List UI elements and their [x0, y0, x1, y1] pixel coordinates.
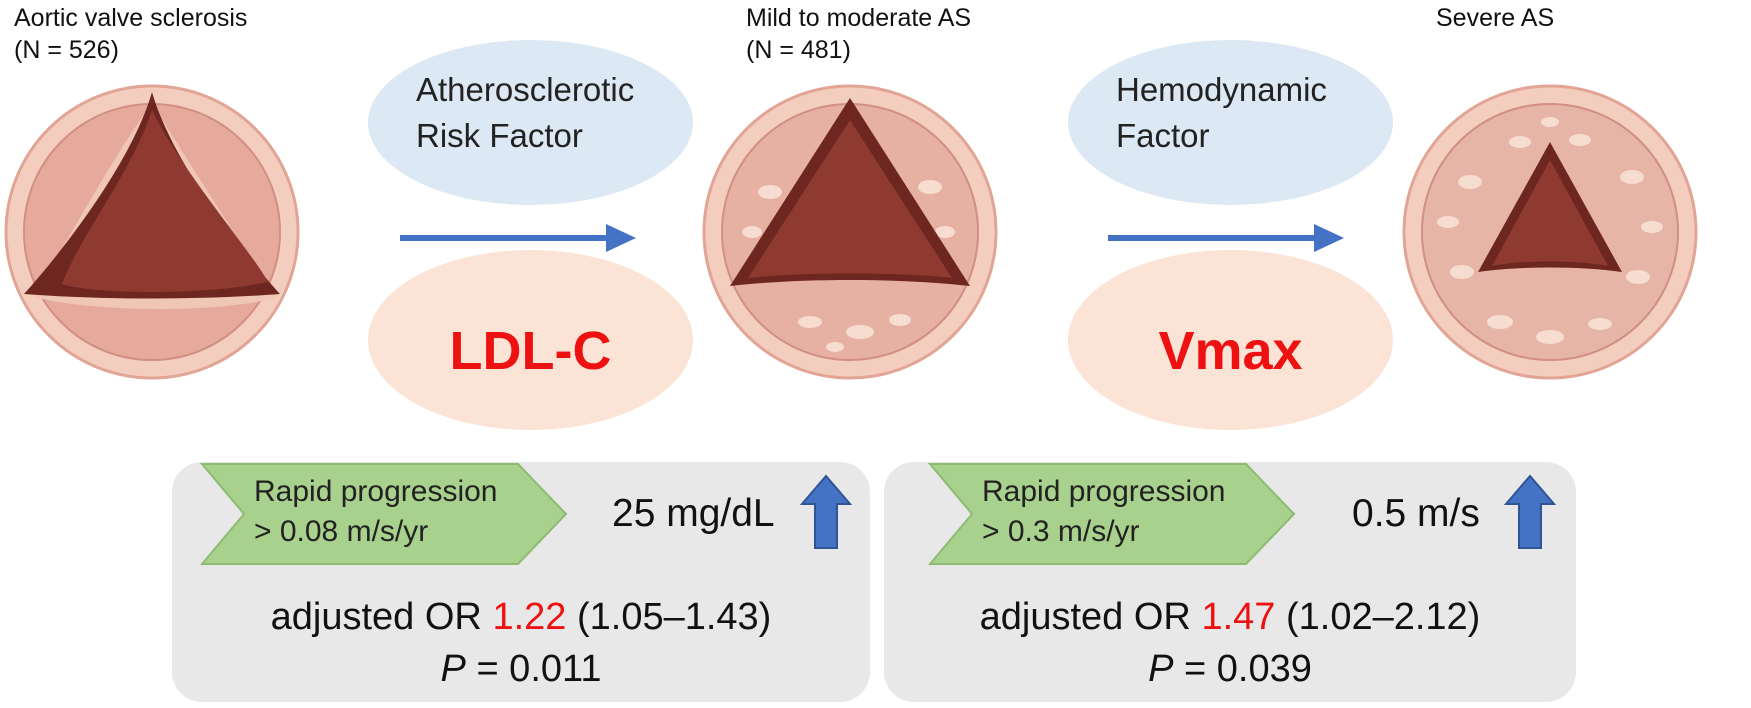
stage-label-mild-moderate: Mild to moderate AS (N = 481) — [746, 2, 971, 66]
criterion-line1: Rapid progression — [982, 475, 1226, 508]
stage-count: (N = 526) — [14, 36, 119, 64]
increase-arrow-icon — [1504, 474, 1556, 549]
risk-factor-line2: Factor — [1116, 117, 1210, 154]
stage-label-sclerosis: Aortic valve sclerosis (N = 526) — [14, 2, 247, 66]
criterion-chevron: Rapid progression > 0.3 m/s/yr — [928, 462, 1298, 566]
increase-arrow-icon — [800, 474, 852, 549]
variable-ellipse — [1068, 250, 1393, 430]
criterion-text: Rapid progression > 0.08 m/s/yr — [254, 472, 497, 552]
or-ci: (1.02–2.12) — [1285, 596, 1481, 638]
risk-factor-label: Hemodynamic Factor — [1116, 67, 1327, 159]
stage-label-severe: Severe AS — [1436, 2, 1554, 34]
increment-value: 25 mg/dL — [612, 492, 775, 535]
risk-factor-ellipse — [1068, 40, 1393, 205]
criterion-line2: > 0.3 m/s/yr — [982, 515, 1140, 548]
or-ci: (1.05–1.43) — [576, 596, 772, 638]
risk-factor-line1: Hemodynamic — [1116, 71, 1327, 108]
odds-ratio-line: adjusted OR 1.47 (1.02–2.12) — [884, 594, 1576, 640]
odds-ratio-line: adjusted OR 1.22 (1.05–1.43) — [172, 594, 870, 640]
criterion-line1: Rapid progression — [254, 475, 498, 508]
or-value: 1.22 — [492, 596, 567, 638]
criterion-text: Rapid progression > 0.3 m/s/yr — [982, 472, 1225, 552]
or-prefix: adjusted OR — [979, 596, 1191, 638]
variable-ldl-c: LDL-C — [449, 321, 612, 381]
criterion-line2: > 0.08 m/s/yr — [254, 515, 429, 548]
or-value: 1.47 — [1201, 596, 1276, 638]
progression-arrow-icon — [1108, 224, 1344, 252]
risk-factor-line1: Atherosclerotic — [416, 71, 635, 108]
progression-arrow-icon — [400, 224, 636, 252]
valve-sclerosis-illustration — [4, 84, 300, 380]
risk-factor-line2: Risk Factor — [416, 117, 583, 154]
risk-factor-label: Atherosclerotic Risk Factor — [416, 67, 634, 159]
stage-title: Severe AS — [1436, 4, 1555, 32]
p-value-line: P = 0.039 — [884, 646, 1576, 692]
p-symbol: P — [440, 648, 466, 690]
increment-value: 0.5 m/s — [1352, 492, 1480, 535]
valve-severe-illustration — [1402, 84, 1698, 380]
stage-title: Mild to moderate AS — [746, 4, 972, 32]
chevron-shape-icon — [200, 463, 568, 565]
stage-title: Aortic valve sclerosis — [14, 4, 248, 32]
p-symbol: P — [1148, 648, 1174, 690]
p-value: = 0.039 — [1184, 648, 1312, 690]
stage-count: (N = 481) — [746, 36, 851, 64]
p-value: = 0.011 — [476, 648, 602, 690]
risk-factor-ellipse — [368, 40, 693, 205]
p-value-line: P = 0.011 — [172, 646, 870, 692]
variable-vmax: Vmax — [1158, 321, 1303, 381]
criterion-chevron: Rapid progression > 0.08 m/s/yr — [200, 462, 570, 566]
valve-mild-moderate-illustration — [702, 84, 998, 380]
variable-ellipse — [368, 250, 693, 430]
chevron-shape-icon — [928, 463, 1296, 565]
or-prefix: adjusted OR — [270, 596, 482, 638]
